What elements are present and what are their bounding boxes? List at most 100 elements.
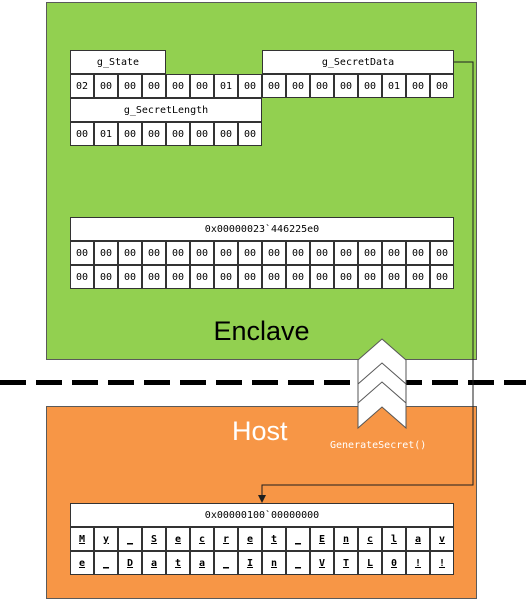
enclave-buffer-byte: 00 xyxy=(358,265,382,289)
g-state-byte: 00 xyxy=(238,74,262,98)
host-buffer-char: c xyxy=(358,527,382,551)
g-secretlength-byte: 01 xyxy=(94,122,118,146)
enclave-buffer-byte: 00 xyxy=(238,265,262,289)
enclave-buffer-byte: 00 xyxy=(142,265,166,289)
host-buffer-char: _ xyxy=(214,551,238,575)
g-secretlength-byte: 00 xyxy=(142,122,166,146)
enclave-buffer-byte: 00 xyxy=(334,241,358,265)
host-buffer-char: a xyxy=(406,527,430,551)
enclave-buffer-byte: 00 xyxy=(334,265,358,289)
g-secretlength-byte: 00 xyxy=(214,122,238,146)
enclave-buffer-byte: 00 xyxy=(142,241,166,265)
g-state-byte: 02 xyxy=(70,74,94,98)
enclave-buffer-byte: 00 xyxy=(382,241,406,265)
host-buffer-char: _ xyxy=(286,551,310,575)
host-buffer-char: E xyxy=(310,527,334,551)
host-buffer-char: e xyxy=(70,551,94,575)
enclave-buffer-byte: 00 xyxy=(94,265,118,289)
host-buffer-char: e xyxy=(166,527,190,551)
host-buffer-char: n xyxy=(334,527,358,551)
enclave-buffer-byte: 00 xyxy=(382,265,406,289)
host-buffer-char: l xyxy=(382,527,406,551)
enclave-buffer-byte: 00 xyxy=(214,241,238,265)
enclave-buffer-byte: 00 xyxy=(70,265,94,289)
g-state-label: g_State xyxy=(70,50,166,74)
g-secretdata-byte: 00 xyxy=(430,74,454,98)
enclave-buffer-byte: 00 xyxy=(94,241,118,265)
arrowhead-icon xyxy=(258,495,266,503)
enclave-buffer-byte: 00 xyxy=(286,241,310,265)
host-buffer-char: r xyxy=(214,527,238,551)
enclave-buffer-byte: 00 xyxy=(310,265,334,289)
host-buffer-char: L xyxy=(358,551,382,575)
enclave-buffer-byte: 00 xyxy=(70,241,94,265)
host-buffer-char: t xyxy=(262,527,286,551)
enclave-buffer-byte: 00 xyxy=(358,241,382,265)
enclave-buffer-byte: 00 xyxy=(166,265,190,289)
enclave-buffer-byte: 00 xyxy=(406,265,430,289)
host-buffer-char: I xyxy=(238,551,262,575)
host-buffer-char: v xyxy=(430,527,454,551)
call-chevron-icon xyxy=(357,338,407,430)
enclave-buffer-byte: 00 xyxy=(430,265,454,289)
enclave-buffer-address: 0x00000023`446225e0 xyxy=(70,217,454,241)
host-buffer-char: ! xyxy=(406,551,430,575)
host-buffer-char: a xyxy=(142,551,166,575)
generate-secret-call-label: GenerateSecret() xyxy=(330,440,427,451)
trust-boundary-divider xyxy=(0,380,526,385)
g-state-byte: 00 xyxy=(118,74,142,98)
host-buffer-char: T xyxy=(334,551,358,575)
host-buffer-char: n xyxy=(262,551,286,575)
host-buffer-char: c xyxy=(190,527,214,551)
enclave-buffer-byte: 00 xyxy=(166,241,190,265)
g-state-byte: 00 xyxy=(142,74,166,98)
g-secretdata-byte: 00 xyxy=(358,74,382,98)
enclave-buffer-byte: 00 xyxy=(310,241,334,265)
enclave-buffer-byte: 00 xyxy=(262,241,286,265)
g-state-byte: 00 xyxy=(190,74,214,98)
g-state-byte: 01 xyxy=(214,74,238,98)
host-buffer-char: M xyxy=(70,527,94,551)
enclave-buffer-byte: 00 xyxy=(214,265,238,289)
enclave-label: Enclave xyxy=(213,316,310,346)
host-buffer-char: 0 xyxy=(382,551,406,575)
enclave-buffer-byte: 00 xyxy=(118,241,142,265)
g-secretlength-byte: 00 xyxy=(118,122,142,146)
host-buffer-char: D xyxy=(118,551,142,575)
enclave-buffer-byte: 00 xyxy=(190,265,214,289)
g-secretdata-byte: 01 xyxy=(382,74,406,98)
g-secretlength-byte: 00 xyxy=(70,122,94,146)
host-buffer-char: t xyxy=(166,551,190,575)
g-secretlength-byte: 00 xyxy=(190,122,214,146)
enclave-buffer-byte: 00 xyxy=(430,241,454,265)
enclave-buffer-byte: 00 xyxy=(406,241,430,265)
g-secretdata-byte: 00 xyxy=(334,74,358,98)
g-secretlength-byte: 00 xyxy=(238,122,262,146)
host-buffer-char: a xyxy=(190,551,214,575)
host-buffer-char: S xyxy=(142,527,166,551)
secret-pointer-arrow xyxy=(261,61,474,497)
host-buffer-char: V xyxy=(310,551,334,575)
host-buffer-char: y xyxy=(94,527,118,551)
enclave-buffer-byte: 00 xyxy=(262,265,286,289)
host-buffer-char: _ xyxy=(286,527,310,551)
g-state-byte: 00 xyxy=(94,74,118,98)
host-buffer-char: e xyxy=(238,527,262,551)
enclave-buffer-byte: 00 xyxy=(118,265,142,289)
enclave-buffer-byte: 00 xyxy=(238,241,262,265)
host-buffer-char: ! xyxy=(430,551,454,575)
g-secretlength-label: g_SecretLength xyxy=(70,98,262,122)
host-buffer-address: 0x00000100`00000000 xyxy=(70,503,454,527)
g-secretdata-byte: 00 xyxy=(262,74,286,98)
g-secretdata-byte: 00 xyxy=(286,74,310,98)
host-label: Host xyxy=(232,416,288,446)
enclave-buffer-byte: 00 xyxy=(286,265,310,289)
enclave-buffer-byte: 00 xyxy=(190,241,214,265)
g-state-byte: 00 xyxy=(166,74,190,98)
host-buffer-char: _ xyxy=(118,527,142,551)
g-secretlength-byte: 00 xyxy=(166,122,190,146)
g-secretdata-byte: 00 xyxy=(406,74,430,98)
g-secretdata-label: g_SecretData xyxy=(262,50,454,74)
g-secretdata-byte: 00 xyxy=(310,74,334,98)
